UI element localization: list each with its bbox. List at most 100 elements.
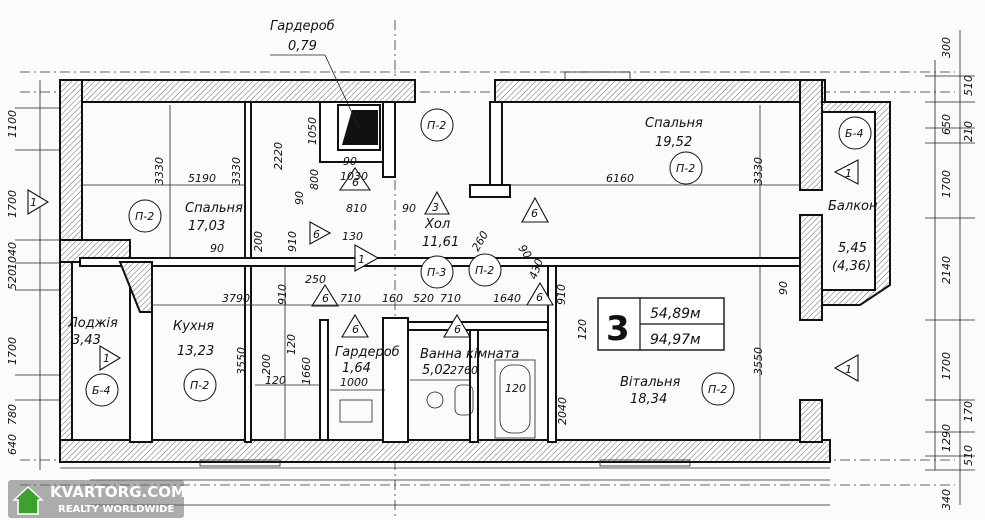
svg-text:510: 510: [962, 445, 975, 466]
svg-text:6: 6: [313, 228, 320, 241]
marker-1-loggia: 1: [99, 345, 122, 371]
bedroom2-name: Спальня: [645, 116, 703, 131]
svg-text:640: 640: [6, 434, 19, 455]
tag-b4-loggia: Б-4: [85, 373, 119, 407]
svg-text:6: 6: [322, 292, 329, 305]
total-area: 94,97: [650, 332, 690, 348]
wardrobe-top-name: Гардероб: [270, 19, 335, 34]
svg-text:1040: 1040: [6, 242, 19, 270]
bedroom1-name: Спальня: [185, 201, 243, 216]
watermark-logo: KVARTORG.COM REALTY WORLDWIDE: [8, 480, 186, 518]
svg-text:130: 130: [342, 230, 363, 243]
svg-text:6: 6: [454, 323, 461, 336]
tag-p2-hall-top: П-2: [420, 108, 454, 142]
room-wardrobe2: Гардероб 1,64: [335, 345, 400, 376]
svg-text:810: 810: [346, 202, 367, 215]
loggia-area: 3,43: [72, 333, 101, 348]
svg-text:2140: 2140: [940, 256, 953, 284]
svg-text:1: 1: [30, 196, 37, 209]
watermark-line1: KVARTORG.COM: [50, 483, 186, 501]
svg-text:3550: 3550: [752, 347, 765, 375]
svg-text:Б-4: Б-4: [845, 127, 864, 140]
total-area-unit: м: [690, 332, 701, 348]
svg-text:90: 90: [343, 155, 357, 168]
svg-text:6: 6: [352, 323, 359, 336]
svg-text:170: 170: [962, 401, 975, 422]
svg-text:1700: 1700: [6, 190, 19, 218]
svg-text:1000: 1000: [340, 376, 368, 389]
balcony-area: 5,45: [838, 241, 867, 256]
svg-text:260: 260: [469, 229, 491, 254]
svg-text:П-2: П-2: [708, 383, 727, 396]
rooms-count: 3: [606, 309, 630, 349]
svg-text:1640: 1640: [493, 292, 521, 305]
room-kitchen: Кухня 13,23: [173, 319, 214, 359]
bathroom-area: 5,02: [422, 363, 451, 378]
tag-b4-balcony: Б-4: [838, 116, 872, 150]
watermark-line2: REALTY WORLDWIDE: [58, 504, 174, 515]
marker-1-balcony: 1: [833, 159, 859, 185]
svg-text:6: 6: [531, 207, 538, 220]
svg-text:1: 1: [358, 253, 365, 266]
marker-1-right: 1: [833, 354, 859, 382]
room-bathroom: Ванна кімната 5,02: [420, 347, 519, 378]
bathroom-name: Ванна кімната: [420, 347, 519, 362]
bedroom1-area: 17,03: [188, 219, 225, 234]
svg-text:1700: 1700: [940, 170, 953, 198]
svg-text:120: 120: [505, 382, 526, 395]
hall-name: Хол: [424, 217, 450, 232]
svg-text:650: 650: [940, 114, 953, 135]
svg-text:1700: 1700: [6, 337, 19, 365]
svg-text:2220: 2220: [272, 142, 285, 170]
svg-text:3790: 3790: [222, 292, 250, 305]
dimension-lines: [82, 105, 800, 440]
marker-6-d: 6: [311, 283, 339, 307]
tag-p2-bedroom2: П-2: [669, 151, 703, 185]
svg-text:90: 90: [210, 242, 224, 255]
marker-6-c: 6: [521, 196, 549, 223]
svg-text:510: 510: [962, 75, 975, 96]
svg-text:910: 910: [286, 231, 299, 252]
dimension-labels: 5190 3330 3330 2220 1050 90 800 1030 90 …: [153, 117, 790, 425]
svg-text:910: 910: [276, 284, 289, 305]
tags: П-2 П-2 П-2 Б-4 П-3 П-2 П-2 Б-4 П-2: [85, 108, 872, 407]
svg-text:3330: 3330: [752, 157, 765, 185]
svg-text:1660: 1660: [300, 357, 313, 385]
svg-text:1100: 1100: [6, 110, 19, 138]
svg-text:6: 6: [352, 176, 359, 189]
svg-text:6160: 6160: [606, 172, 634, 185]
right-dimension-chain: 300 510 650 210 1700 2140 1700 1290 170 …: [940, 37, 975, 510]
wardrobe2-name: Гардероб: [335, 345, 400, 360]
svg-text:90: 90: [293, 191, 306, 205]
svg-text:300: 300: [940, 37, 953, 58]
svg-text:200: 200: [260, 354, 273, 375]
svg-text:90: 90: [402, 202, 416, 215]
svg-text:3330: 3330: [230, 157, 243, 185]
room-wardrobe-top: Гардероб 0,79: [270, 19, 361, 131]
room-loggia: Лоджія 3,43: [67, 316, 118, 348]
svg-text:П-2: П-2: [475, 264, 494, 277]
tag-p2-bedroom1: П-2: [128, 199, 162, 233]
svg-text:1700: 1700: [940, 352, 953, 380]
tag-p2-kitchen: П-2: [183, 368, 217, 402]
room-hall: Хол 11,61: [422, 217, 459, 250]
left-dimension-chain: 1100 1700 1040 520 1700 780 640: [6, 110, 19, 455]
svg-text:3330: 3330: [153, 157, 166, 185]
svg-text:1: 1: [845, 167, 852, 180]
wardrobe-top-area: 0,79: [288, 39, 317, 54]
svg-text:1: 1: [845, 363, 852, 376]
svg-text:520: 520: [413, 292, 434, 305]
room-bedroom2: Спальня 19,52: [645, 116, 703, 150]
svg-text:910: 910: [555, 284, 568, 305]
svg-text:90: 90: [777, 281, 790, 295]
svg-text:120: 120: [576, 319, 589, 340]
tag-p2-hall: П-2: [468, 253, 502, 287]
svg-text:Б-4: Б-4: [92, 384, 111, 397]
svg-text:1: 1: [103, 352, 110, 365]
kitchen-name: Кухня: [173, 319, 214, 334]
tag-p2-living: П-2: [701, 372, 735, 406]
svg-text:780: 780: [6, 404, 19, 425]
balcony-name: Балкон: [828, 199, 878, 214]
svg-text:1290: 1290: [940, 424, 953, 452]
